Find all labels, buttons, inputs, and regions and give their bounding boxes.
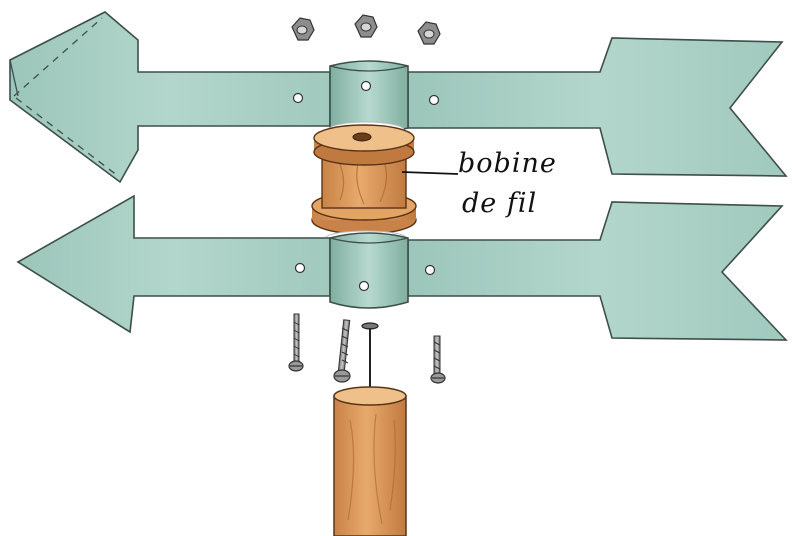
spool-label-line1: bobine (458, 150, 557, 177)
label-leader-line (402, 172, 458, 174)
screw-center-left (334, 320, 350, 382)
nut-right (418, 22, 440, 44)
nut-middle (355, 15, 377, 37)
lower-collar (330, 233, 408, 308)
nut-left (292, 18, 314, 40)
screw-left (289, 314, 303, 371)
spool-label-line2: de fil (462, 190, 537, 217)
wooden-post (334, 387, 406, 536)
spool (312, 125, 416, 234)
screw-right (431, 336, 445, 383)
